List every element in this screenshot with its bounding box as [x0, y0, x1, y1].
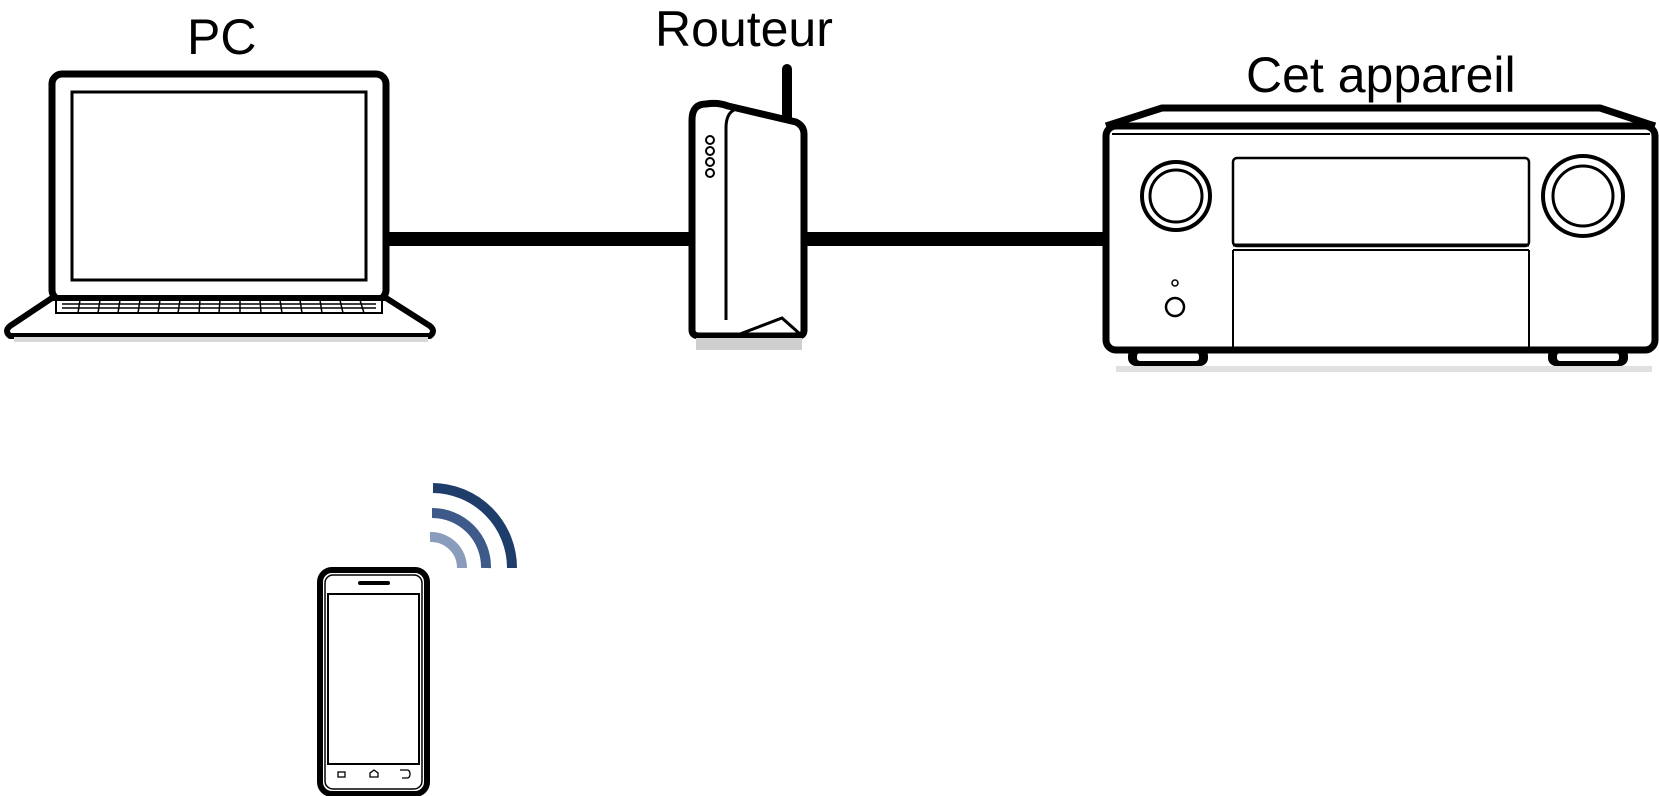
cable-pc-router	[386, 232, 694, 246]
laptop-icon	[4, 70, 436, 342]
wifi-signal-icon	[429, 483, 517, 569]
wifi-arc-outer	[432, 483, 517, 569]
device-label: Cet appareil	[1246, 47, 1516, 103]
wifi-arc-middle	[431, 508, 492, 569]
pc-label: PC	[187, 9, 257, 65]
connection-cables	[386, 232, 1108, 246]
router-icon	[688, 64, 808, 350]
av-receiver-icon	[1102, 104, 1659, 372]
router-label: Routeur	[655, 1, 833, 57]
cable-router-device	[806, 232, 1108, 246]
smartphone-icon	[317, 567, 430, 796]
wifi-arc-inner	[429, 532, 467, 569]
